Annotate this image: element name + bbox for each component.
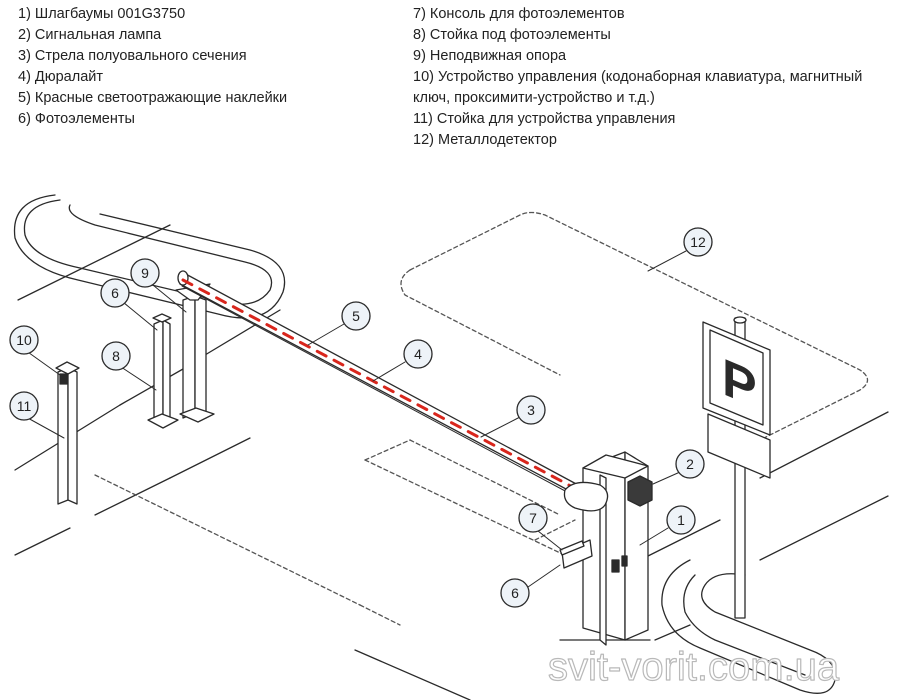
- svg-text:3: 3: [527, 402, 535, 418]
- svg-text:8: 8: [112, 348, 120, 364]
- legend-item-10: 10) Устройство управления (кодонаборная …: [413, 69, 863, 85]
- svg-text:5: 5: [352, 308, 360, 324]
- svg-text:6: 6: [111, 285, 119, 301]
- svg-text:4: 4: [414, 346, 422, 362]
- legend-item-9: 9) Неподвижная опора: [413, 48, 567, 64]
- callout-10: 10: [9, 325, 39, 355]
- parking-sign: P: [702, 316, 771, 619]
- legend-item-11: 11) Стойка для устройства управления: [413, 111, 676, 127]
- callout-12: 12: [683, 227, 713, 257]
- legend-item-3: 3) Стрела полуовального сечения: [18, 48, 247, 64]
- dashed-lines: [94, 211, 869, 626]
- callout-2: 2: [675, 449, 705, 479]
- barrier-cabinet: [559, 451, 653, 646]
- svg-text:10: 10: [16, 332, 32, 348]
- callout-5: 5: [341, 301, 371, 331]
- photocell-post: [147, 313, 179, 429]
- legend-item-2: 2) Сигнальная лампа: [18, 27, 162, 43]
- legend-item-7: 7) Консоль для фотоэлементов: [413, 6, 625, 22]
- svg-text:6: 6: [511, 585, 519, 601]
- control-device-post: [55, 361, 80, 505]
- callout-6-bottom: 6: [500, 578, 530, 608]
- callout-7: 7: [518, 503, 548, 533]
- metal-detector-loop: [409, 211, 869, 441]
- callout-1: 1: [666, 505, 696, 535]
- svg-text:7: 7: [529, 510, 537, 526]
- callout-8: 8: [101, 341, 131, 371]
- signal-lamp: [627, 475, 653, 507]
- legend-item-5: 5) Красные светоотражающие наклейки: [18, 90, 288, 106]
- callout-11: 11: [9, 391, 39, 421]
- callout-3: 3: [516, 395, 546, 425]
- svg-text:2: 2: [686, 456, 694, 472]
- callout-9: 9: [130, 258, 160, 288]
- legend-item-1: 1) Шлагбаумы 001G3750: [18, 6, 186, 22]
- legend-left-column: 1) Шлагбаумы 001G3750 2) Сигнальная ламп…: [18, 4, 287, 130]
- legend-item-12: 12) Металлодетектор: [413, 132, 557, 148]
- legend-item-10-continued: ключ, проксимити-устройство и т.д.): [413, 90, 655, 106]
- svg-text:1: 1: [677, 512, 685, 528]
- callout-6-top: 6: [100, 278, 130, 308]
- boom-arm: [177, 270, 584, 501]
- boom-mount-hood: [563, 481, 609, 512]
- legend-item-8: 8) Стойка под фотоэлементы: [413, 27, 611, 43]
- legend-right-column: 7) Консоль для фотоэлементов 8) Стойка п…: [413, 4, 862, 151]
- watermark: svit-vorit.com.ua: [548, 645, 840, 689]
- callouts: 10 11 8 6 9 5 4 3: [9, 227, 713, 608]
- svg-text:9: 9: [141, 265, 149, 281]
- legend-item-6: 6) Фотоэлементы: [18, 111, 135, 127]
- fixed-support: [175, 283, 215, 423]
- red-reflective-stickers: [181, 278, 584, 494]
- svg-text:12: 12: [690, 234, 706, 250]
- svg-text:11: 11: [17, 398, 32, 414]
- leader-lines: [24, 250, 687, 588]
- legend-item-4: 4) Дюралайт: [18, 69, 104, 85]
- callout-4: 4: [403, 339, 433, 369]
